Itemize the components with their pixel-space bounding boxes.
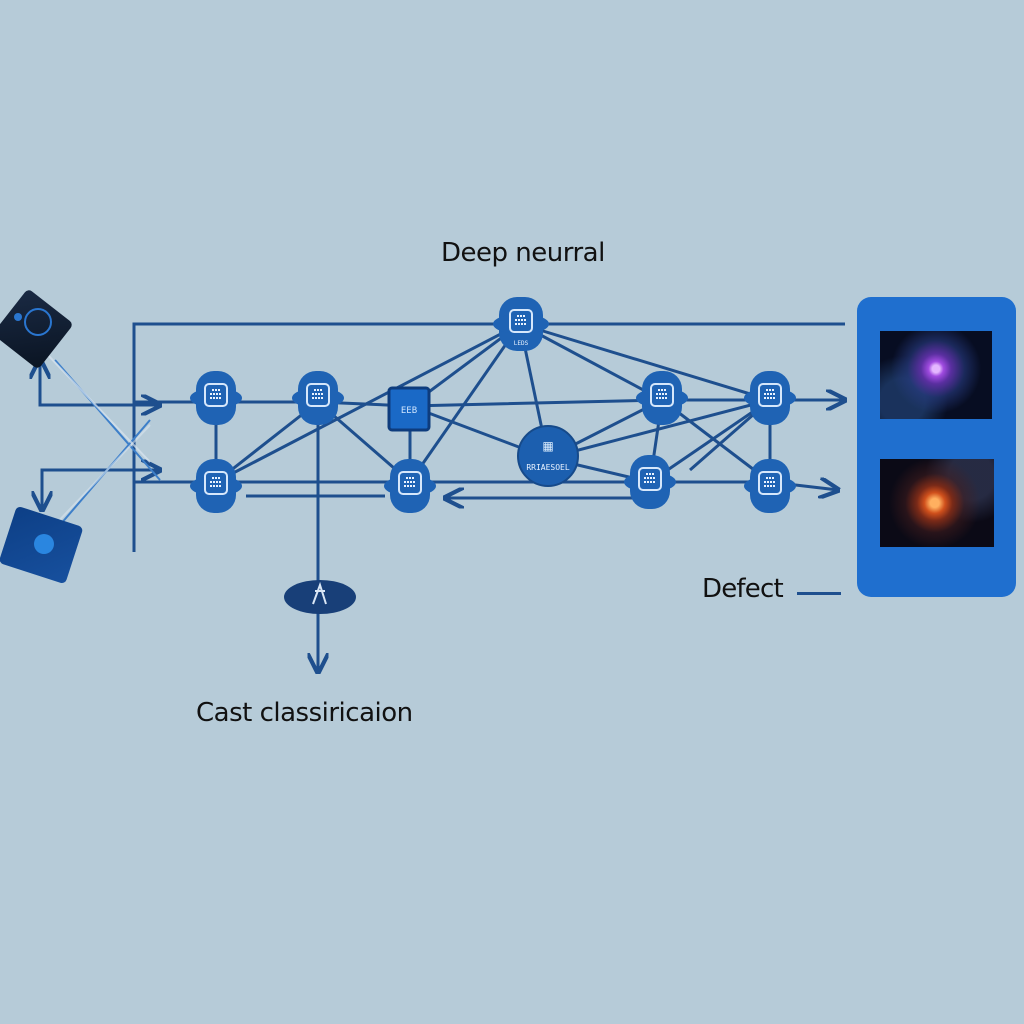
neuron-node — [292, 371, 344, 425]
defect-image-thumbnail — [880, 459, 994, 547]
square-node-text: EEB — [401, 406, 417, 416]
brain-icon — [204, 471, 228, 495]
defect-label: Defect — [702, 574, 784, 604]
neuron-node — [636, 371, 688, 425]
center-node-text: RRIAESOEL — [526, 463, 570, 472]
defect-image-panel — [857, 297, 1016, 597]
brain-icon: ▦ — [542, 439, 553, 453]
classifier-node — [284, 580, 356, 614]
square-node: EEB — [387, 386, 431, 432]
defect-pointer-line — [797, 592, 841, 595]
top-node: LEDS — [514, 340, 529, 347]
center-node: ▦ RRIAESOEL — [517, 425, 579, 487]
brain-icon — [758, 471, 782, 495]
neuron-node — [493, 297, 549, 351]
brain-icon — [509, 309, 533, 333]
neuron-node — [384, 459, 436, 513]
defect-image-thumbnail — [880, 331, 992, 419]
neuron-node — [190, 371, 242, 425]
chip-icon — [0, 506, 83, 584]
neuron-node — [744, 459, 796, 513]
network-nodes — [190, 297, 796, 513]
chip-icon — [0, 290, 72, 368]
brain-icon — [638, 467, 662, 491]
brain-icon — [306, 383, 330, 407]
cast-classification-label: Cast classiricaion — [196, 698, 413, 728]
brain-icon — [398, 471, 422, 495]
neuron-node — [624, 455, 676, 509]
neuron-node — [744, 371, 796, 425]
diagram-title: Deep neurral — [441, 238, 605, 268]
neuron-node — [190, 459, 242, 513]
brain-icon — [650, 383, 674, 407]
brain-icon — [204, 383, 228, 407]
top-node-text: LEDS — [514, 340, 529, 347]
connection-lines — [40, 322, 845, 672]
brain-icon — [758, 383, 782, 407]
